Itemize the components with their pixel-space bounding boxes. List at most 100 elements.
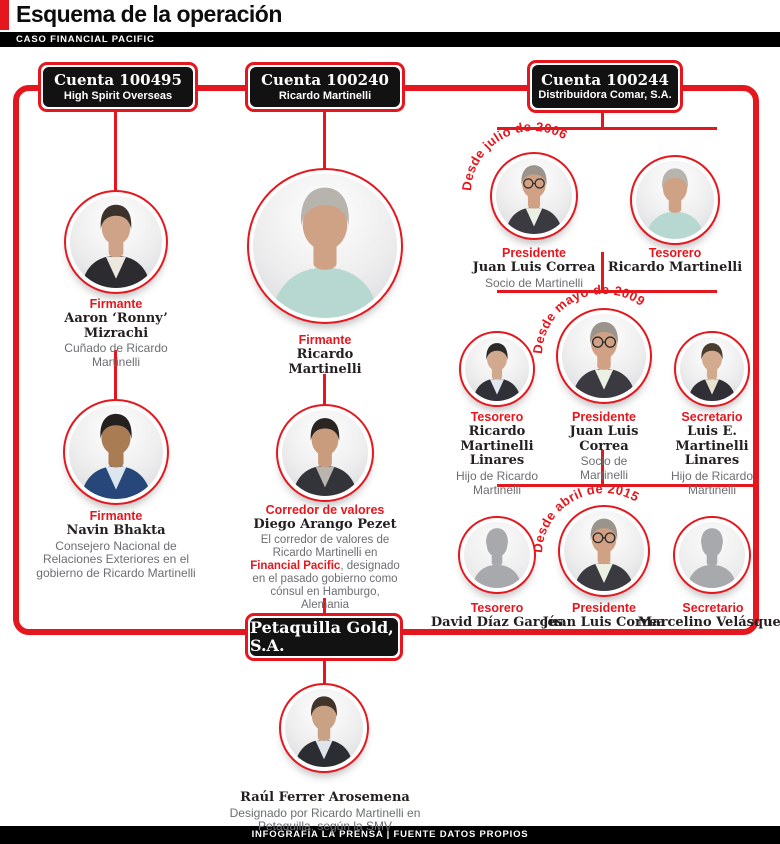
person-desc: Hijo de Ricardo Martinelli bbox=[455, 469, 539, 497]
connector-arango-petaquilla bbox=[323, 598, 326, 616]
account-subtitle: High Spirit Overseas bbox=[63, 89, 173, 102]
photo-diego-arango bbox=[276, 404, 374, 502]
person-desc: Designado por Ricardo Martinelli en Peta… bbox=[229, 805, 421, 834]
role-label: Presidente bbox=[502, 246, 566, 260]
connector-account3-board bbox=[601, 108, 604, 130]
account-box-100240: Cuenta 100240 Ricardo Martinelli bbox=[245, 62, 405, 112]
person-bust-icon bbox=[269, 186, 381, 318]
person-desc: Socio de Martinelli bbox=[579, 454, 628, 483]
role-label: Tesorero bbox=[470, 601, 524, 615]
caption-tesorero-2006: Tesorero Ricardo Martinelli bbox=[597, 246, 753, 276]
person-bust-icon bbox=[80, 204, 152, 288]
account-subtitle: Distribuidora Comar, S.A. bbox=[538, 89, 672, 102]
divider-period-2015 bbox=[497, 484, 759, 487]
role-label: Tesorero bbox=[648, 246, 702, 260]
company-title: Petaquilla Gold, S.A. bbox=[250, 618, 394, 655]
petaquilla-box: Petaquilla Gold, S.A. bbox=[245, 613, 403, 661]
person-name: Ricardo Martinelli bbox=[288, 347, 362, 377]
person-bust-icon bbox=[687, 342, 737, 401]
caption-tesorero-2015: Tesorero David Díaz Garcés bbox=[420, 601, 574, 631]
person-name: Aaron ‘Ronny’ Mizrachi bbox=[64, 311, 168, 341]
person-silhouette-icon bbox=[471, 527, 523, 588]
person-name: Navin Bhakta bbox=[66, 523, 166, 539]
kicker-bar: CASO FINANCIAL PACIFIC bbox=[0, 32, 780, 47]
person-silhouette-icon bbox=[686, 527, 738, 588]
connector-account1-mizrachi bbox=[114, 108, 117, 194]
desc-text: , designado en el pasado gobierno como c… bbox=[252, 559, 400, 611]
person-bust-icon bbox=[293, 695, 355, 767]
person-desc: Consejero Nacional de Relaciones Exterio… bbox=[36, 538, 196, 581]
person-name: Diego Arango Pezet bbox=[253, 517, 397, 533]
connector-2009-2015 bbox=[601, 450, 604, 486]
account-subtitle: Ricardo Martinelli bbox=[278, 89, 372, 102]
connector-petaquilla-ferrer bbox=[323, 658, 326, 686]
caption-ricardo-martinelli: Firmante Ricardo Martinelli bbox=[270, 333, 380, 377]
desc-highlight: Financial Pacific bbox=[250, 559, 341, 572]
caption-secretario-2009: Secretario Luis E. Martinelli Linares Hi… bbox=[652, 410, 772, 497]
person-name: Juan Luis Correa bbox=[472, 260, 596, 276]
photo-juan-luis-correa-2006 bbox=[490, 152, 578, 240]
person-name: David Díaz Garcés bbox=[430, 615, 564, 631]
footer-bar: INFOGRAFÍA LA PRENSA | FUENTE DATOS PROP… bbox=[0, 826, 780, 844]
divider-period-2009 bbox=[497, 290, 717, 293]
caption-secretario-2015: Secretario Marcelino Velásquez bbox=[633, 601, 780, 631]
silhouette-david-diaz bbox=[458, 516, 536, 594]
role-label: Corredor de valores bbox=[265, 503, 385, 517]
role-label: Firmante bbox=[89, 297, 143, 311]
photo-ricardo-martinelli bbox=[247, 168, 403, 324]
caption-raul-ferrer: Raúl Ferrer Arosemena Designado por Rica… bbox=[215, 790, 435, 834]
person-name: Juan Luis Correa bbox=[542, 615, 666, 631]
header-accent-bar bbox=[0, 0, 9, 30]
connector-2006-2009 bbox=[601, 252, 604, 292]
desc-text: El corredor de valores de Ricardo Martin… bbox=[260, 533, 390, 559]
role-label: Firmante bbox=[89, 509, 143, 523]
person-bust-icon bbox=[572, 517, 636, 591]
person-name: Luis E. Martinelli Linares bbox=[675, 424, 749, 469]
kicker-label: CASO FINANCIAL PACIFIC bbox=[16, 34, 155, 45]
photo-navin-bhakta bbox=[63, 399, 169, 505]
account-title: Cuenta 100244 bbox=[541, 70, 669, 89]
caption-presidente-2009: Presidente Juan Luis Correa Socio de Mar… bbox=[544, 410, 664, 483]
role-label: Firmante bbox=[298, 333, 352, 347]
person-bust-icon bbox=[79, 413, 153, 499]
role-label: Presidente bbox=[572, 601, 636, 615]
silhouette-marcelino-velasquez bbox=[673, 516, 751, 594]
divider-period-2006 bbox=[497, 127, 717, 130]
photo-juan-luis-correa-2009 bbox=[556, 308, 652, 404]
person-bust-icon bbox=[571, 321, 637, 398]
caption-presidente-2015: Presidente Juan Luis Correa bbox=[527, 601, 681, 631]
person-bust-icon bbox=[644, 167, 706, 239]
photo-ricardo-martinelli-2006 bbox=[630, 155, 720, 245]
account-box-100244: Cuenta 100244 Distribuidora Comar, S.A. bbox=[527, 60, 683, 113]
person-name: Marcelino Velásquez bbox=[637, 615, 780, 631]
connector-martinelli-arango bbox=[323, 374, 326, 407]
photo-juan-luis-correa-2015 bbox=[558, 505, 650, 597]
role-label: Tesorero bbox=[470, 410, 524, 424]
role-label: Secretario bbox=[681, 410, 743, 424]
photo-luis-martinelli-linares bbox=[674, 331, 750, 407]
person-bust-icon bbox=[504, 164, 564, 234]
person-desc: El corredor de valores de Ricardo Martin… bbox=[250, 534, 400, 612]
person-bust-icon bbox=[472, 342, 522, 401]
caption-navin-bhakta: Firmante Navin Bhakta Consejero Nacional… bbox=[36, 509, 196, 581]
account-title: Cuenta 100240 bbox=[261, 71, 389, 90]
caption-tesorero-2009: Tesorero Ricardo Martinelli Linares Hijo… bbox=[437, 410, 557, 497]
photo-ricardo-martinelli-linares bbox=[459, 331, 535, 407]
connector-mizrachi-bhakta bbox=[114, 350, 117, 404]
photo-raul-ferrer bbox=[279, 683, 369, 773]
connector-account2-martinelli bbox=[323, 108, 326, 172]
caption-presidente-2006: Presidente Juan Luis Correa Socio de Mar… bbox=[456, 246, 612, 290]
footer-credit: INFOGRAFÍA LA PRENSA | FUENTE DATOS PROP… bbox=[251, 829, 529, 840]
caption-diego-arango: Corredor de valores Diego Arango Pezet E… bbox=[250, 503, 400, 612]
role-label: Secretario bbox=[682, 601, 744, 615]
person-name: Juan Luis Correa bbox=[569, 424, 639, 454]
person-desc: Socio de Martinelli bbox=[484, 275, 584, 290]
person-name: Ricardo Martinelli bbox=[607, 260, 743, 276]
person-desc: Hijo de Ricardo Martinelli bbox=[670, 469, 754, 497]
person-bust-icon bbox=[291, 417, 359, 496]
photo-aaron-mizrachi bbox=[64, 190, 168, 294]
account-box-100495: Cuenta 100495 High Spirit Overseas bbox=[38, 62, 198, 112]
page-title: Esquema de la operación bbox=[16, 1, 282, 27]
caption-aaron-mizrachi: Firmante Aaron ‘Ronny’ Mizrachi Cuñado d… bbox=[41, 297, 191, 370]
